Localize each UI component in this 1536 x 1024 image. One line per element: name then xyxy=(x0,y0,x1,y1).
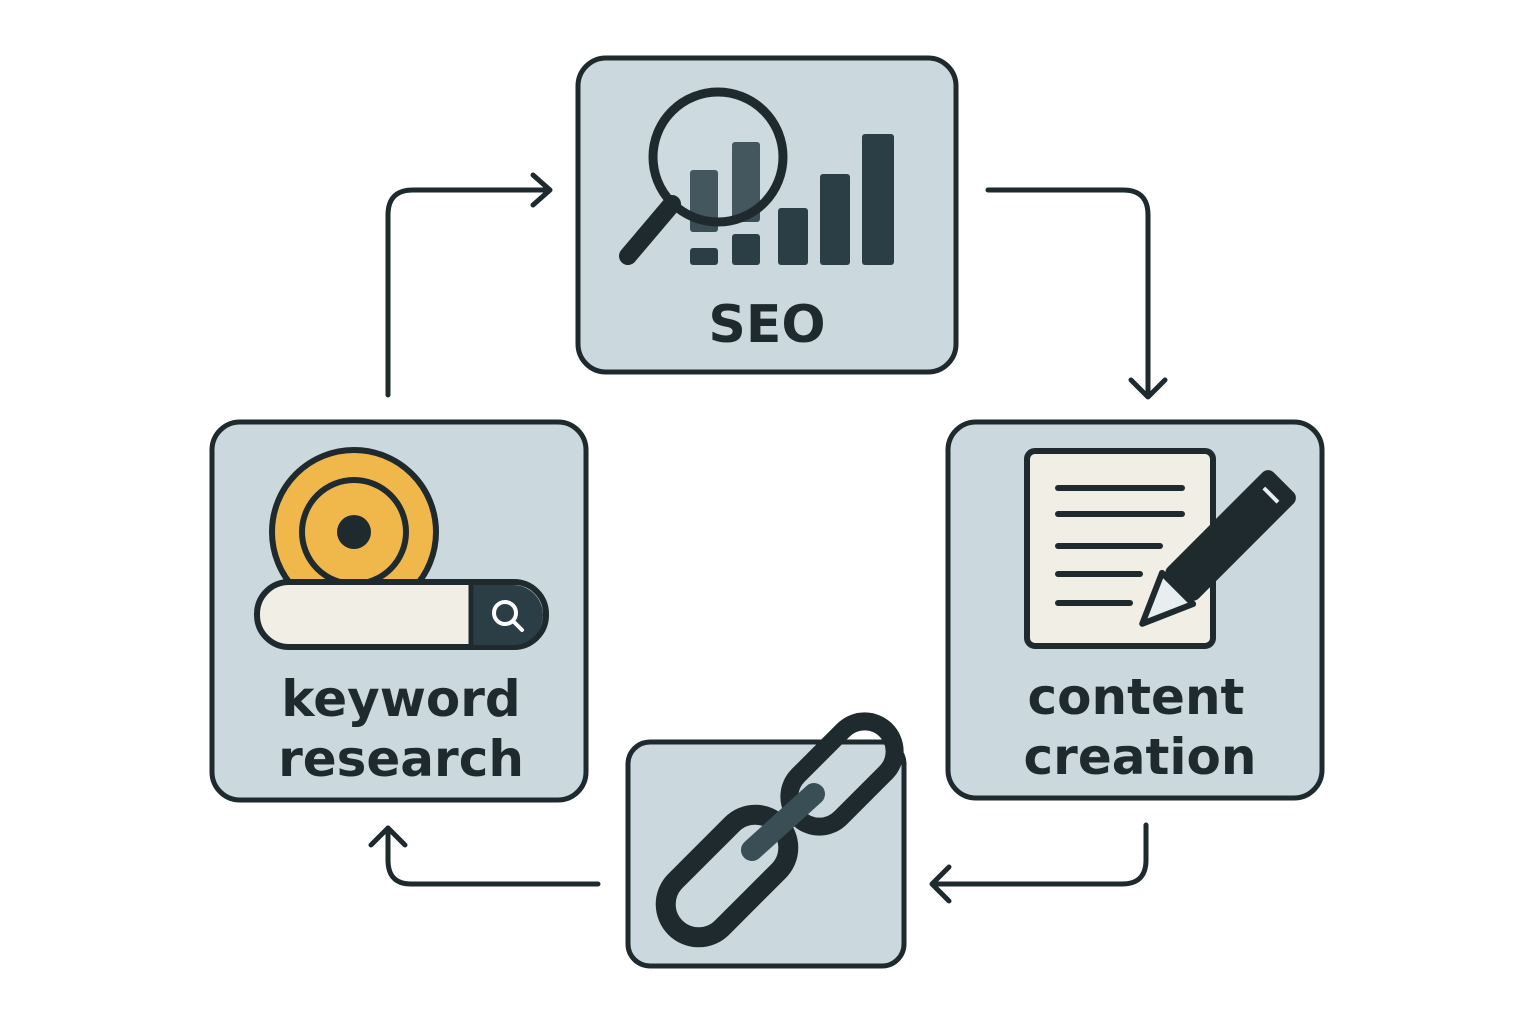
node-link-building xyxy=(625,712,907,969)
document-pencil-icon xyxy=(1024,448,1296,649)
seo-label: SEO xyxy=(708,295,825,355)
node-keyword-research: keyword research xyxy=(209,419,589,803)
keyword-research-label-line2: research xyxy=(278,730,524,788)
chain-link-icon xyxy=(655,712,904,948)
content-creation-label-line2: creation xyxy=(1024,728,1257,786)
arrow-content-to-links xyxy=(929,822,1149,904)
magnifier-bar-chart-icon xyxy=(619,87,894,265)
target-search-bar-icon xyxy=(254,447,549,650)
arrow-keyword-to-seo xyxy=(385,172,553,398)
arrow-links-to-keyword xyxy=(368,825,601,887)
node-seo: SEO xyxy=(575,55,959,375)
keyword-research-label-line1: keyword xyxy=(281,670,520,728)
content-creation-label-line1: content xyxy=(1028,668,1245,726)
node-content-creation: content creation xyxy=(945,419,1325,801)
arrow-seo-to-content xyxy=(985,187,1168,400)
